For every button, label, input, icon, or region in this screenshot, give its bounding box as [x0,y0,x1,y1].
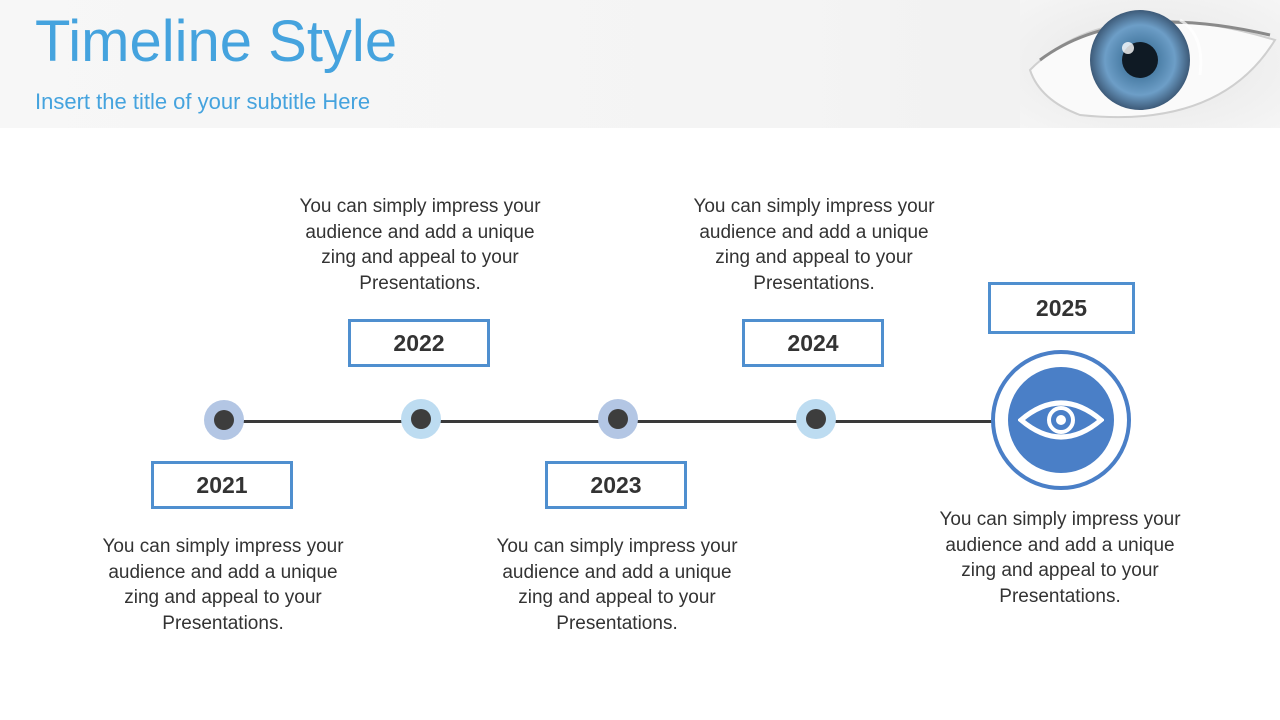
node-dot [214,410,234,430]
eye-photo-icon [1020,0,1280,128]
timeline-node-2024 [796,399,836,439]
timeline-node-2021 [204,400,244,440]
year-box-2024: 2024 [742,319,884,367]
node-dot [411,409,431,429]
header-banner: Timeline Style Insert the title of your … [0,0,1280,128]
timeline-node-2023 [598,399,638,439]
description-2021: You can simply impress your audience and… [102,536,344,635]
year-box-2025: 2025 [988,282,1135,334]
eye-badge [1008,367,1114,473]
page-subtitle: Insert the title of your subtitle Here [35,89,371,114]
timeline-node-2022 [401,399,441,439]
year-box-2023: 2023 [545,461,687,509]
description-2023: You can simply impress your audience and… [496,536,738,635]
description-2022: You can simply impress your audience and… [299,196,541,295]
eye-icon [1018,400,1104,440]
node-dot [806,409,826,429]
description-2025: You can simply impress your audience and… [939,509,1181,608]
page-title: Timeline Style [35,9,398,74]
year-box-2021: 2021 [151,461,293,509]
node-dot [608,409,628,429]
timeline-node-2025 [991,350,1131,490]
year-box-2022: 2022 [348,319,490,367]
description-2024: You can simply impress your audience and… [693,196,935,295]
